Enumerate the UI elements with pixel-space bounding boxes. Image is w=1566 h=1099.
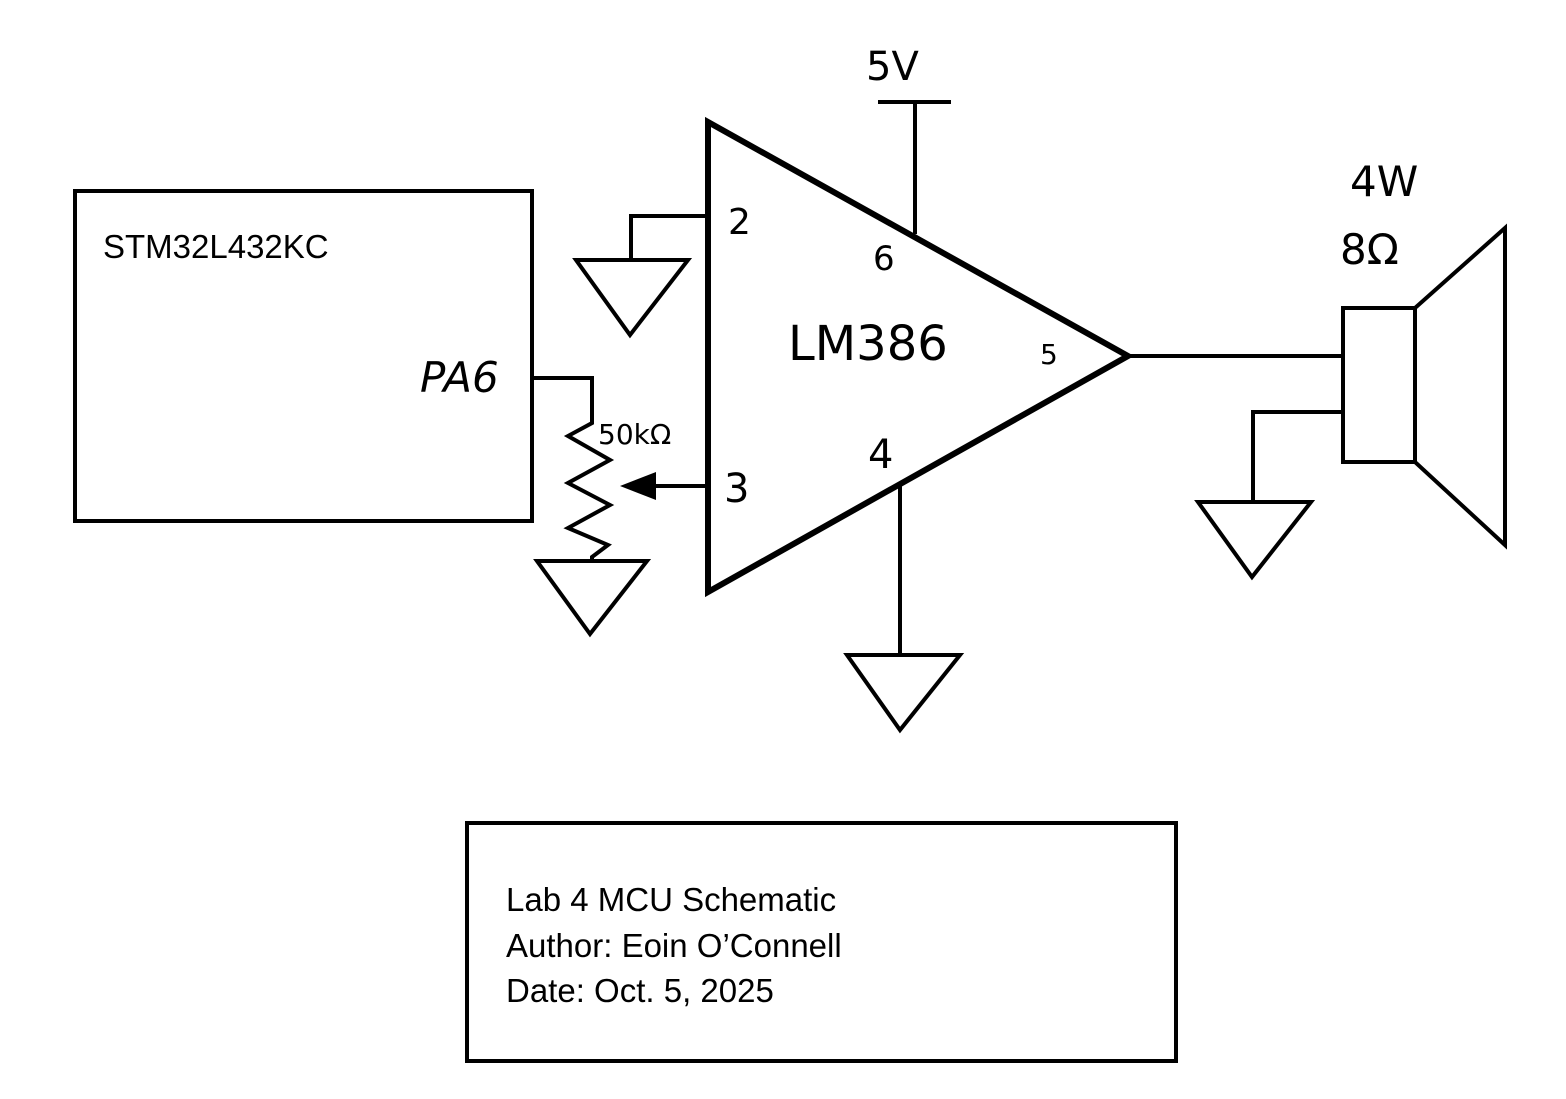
mcu-name: STM32L432KC <box>103 228 329 265</box>
ground-icon <box>843 653 965 734</box>
pin-2-label: 2 <box>728 202 751 243</box>
mcu-outline <box>73 189 534 523</box>
pin-6-label: 6 <box>873 239 895 279</box>
mcu-pin-label: PA6 <box>420 353 499 402</box>
ground-icon <box>533 559 652 638</box>
amplifier-outline <box>705 116 1135 598</box>
supply-rail: 5V <box>866 44 951 234</box>
mcu-block: STM32L432KC PA6 <box>73 189 534 523</box>
title-block-date: Date: Oct. 5, 2025 <box>506 972 774 1009</box>
speaker-ground-wire <box>1251 410 1344 504</box>
amplifier-name: LM386 <box>788 316 948 372</box>
ground-icon <box>572 258 693 339</box>
speaker-impedance: 8Ω <box>1340 225 1399 274</box>
ground-icon <box>1194 500 1316 581</box>
pin-3-label: 3 <box>724 466 749 512</box>
speaker-magnet <box>1341 306 1417 464</box>
title-block-outline <box>465 821 1178 1063</box>
title-block-author: Author: Eoin O’Connell <box>506 927 842 964</box>
wiper-arrow-icon <box>620 472 656 500</box>
speaker: 4W 8Ω <box>1340 157 1507 550</box>
potentiometer-value: 50kΩ <box>598 418 671 451</box>
potentiometer: 50kΩ <box>563 416 710 563</box>
pin-5-label: 5 <box>1040 338 1058 371</box>
title-block: Lab 4 MCU Schematic Author: Eoin O’Conne… <box>465 821 1178 1063</box>
title-block-title: Lab 4 MCU Schematic <box>506 881 836 918</box>
speaker-cone <box>1413 223 1507 550</box>
supply-label: 5V <box>866 44 919 90</box>
pa6-wire <box>530 376 594 420</box>
lm386-amplifier: LM386 2 3 6 4 5 <box>705 116 1135 598</box>
pin2-ground-wire <box>629 214 708 262</box>
pin-4-label: 4 <box>868 432 893 478</box>
resistor-zigzag <box>563 416 615 563</box>
speaker-power: 4W <box>1350 157 1418 206</box>
